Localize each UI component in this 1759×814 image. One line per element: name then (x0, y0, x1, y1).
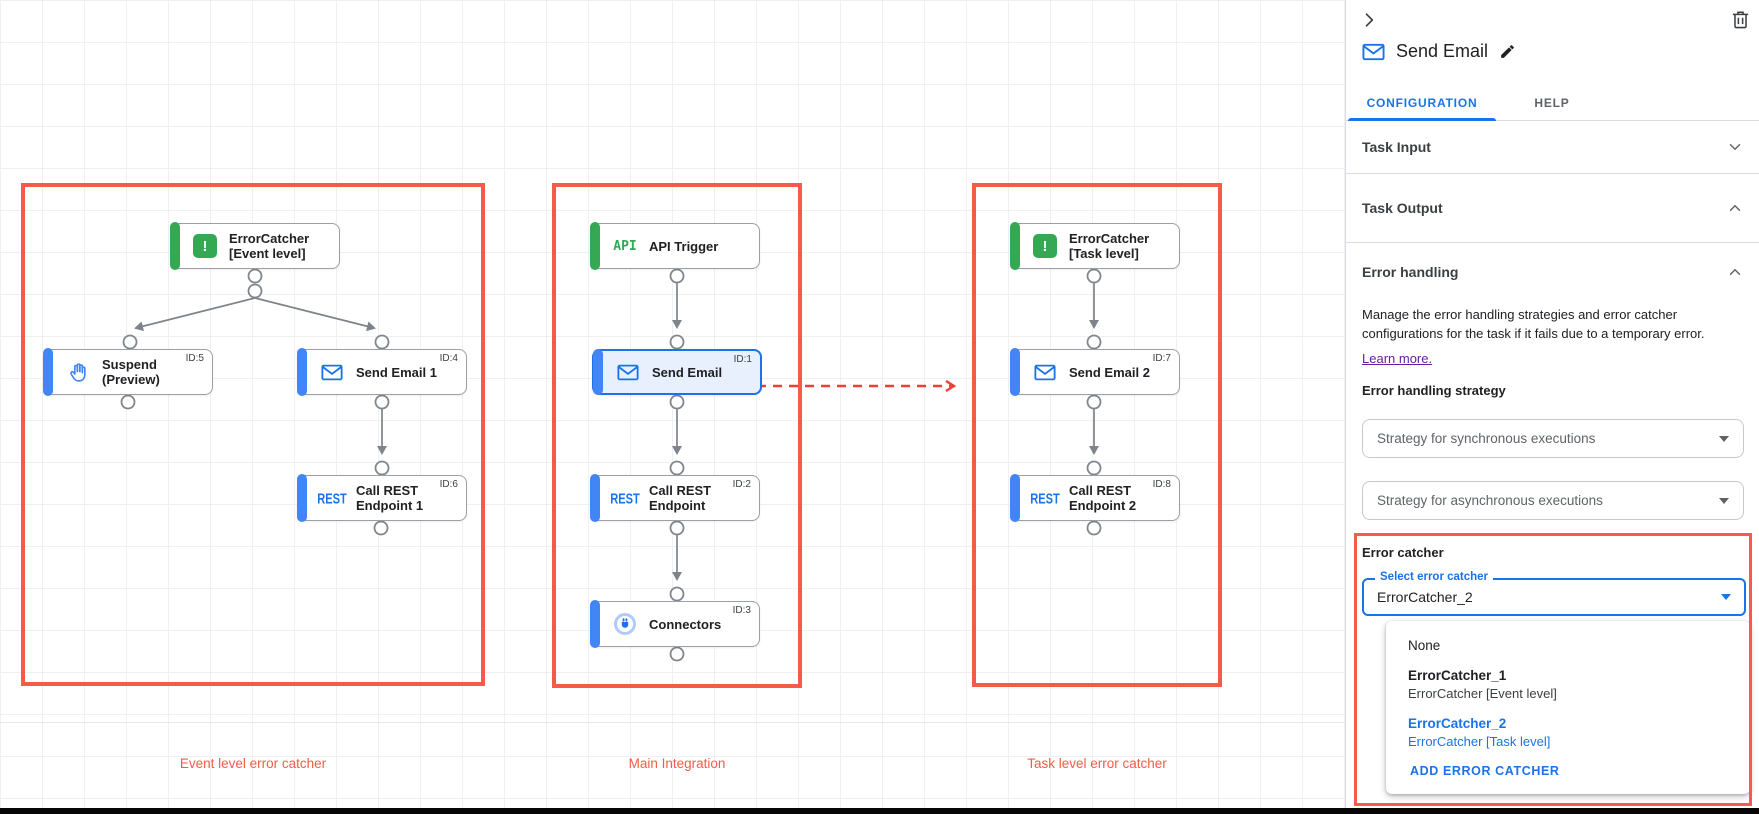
error-handling-description: Manage the error handling strategies and… (1362, 307, 1705, 341)
node-accent-bar (43, 348, 53, 396)
error-catcher-icon: ! (191, 234, 219, 258)
event-level-group-annotation (21, 183, 485, 686)
email-icon (318, 364, 346, 381)
node-errorcatcher-task-level[interactable]: ! ErrorCatcher [Task level] (1010, 222, 1180, 270)
strategy-label: Error handling strategy (1362, 383, 1506, 398)
node-send-email-1[interactable]: Send Email 1 ID:4 (297, 348, 467, 396)
hand-suspend-icon (64, 361, 92, 384)
node-send-email-2[interactable]: Send Email 2 ID:7 (1010, 348, 1180, 396)
node-label: Send Email (652, 364, 723, 380)
node-accent-bar (590, 222, 600, 270)
rest-icon: REST (610, 489, 640, 507)
async-strategy-select[interactable]: Strategy for asynchronous executions (1362, 481, 1744, 520)
node-call-rest-endpoint-2[interactable]: REST Call REST Endpoint 2 ID:8 (1010, 474, 1180, 522)
node-accent-bar (297, 348, 307, 396)
node-id: ID:1 (733, 354, 752, 365)
node-id: ID:8 (1152, 479, 1171, 490)
node-label: Call REST Endpoint 2 (1069, 483, 1137, 513)
node-accent-bar (297, 474, 307, 522)
node-id: ID:2 (732, 479, 751, 490)
section-task-output[interactable]: Task Output (1346, 174, 1759, 243)
chevron-right-icon (1365, 13, 1374, 27)
node-id: ID:4 (439, 353, 458, 364)
node-label: ErrorCatcher [Task level] (1069, 231, 1150, 261)
node-suspend[interactable]: Suspend (Preview) ID:5 (43, 348, 213, 396)
error-catcher-select[interactable]: Select error catcher ErrorCatcher_2 (1362, 571, 1746, 616)
node-api-trigger[interactable]: API API Trigger (590, 222, 760, 270)
node-label: Suspend (Preview) (102, 357, 160, 387)
caption-task-level: Task level error catcher (1027, 756, 1167, 771)
node-connectors[interactable]: Connectors ID:3 (590, 600, 760, 648)
email-icon (1031, 364, 1059, 381)
node-accent-bar (1010, 222, 1020, 270)
chevron-up-icon (1729, 268, 1741, 275)
task-title-row: Send Email (1362, 41, 1516, 62)
grid-major-line (0, 722, 1345, 723)
main-integration-group-annotation (552, 183, 802, 688)
chevron-down-icon (1729, 144, 1741, 151)
error-catcher-dropdown-menu: None ErrorCatcher_1 ErrorCatcher [Event … (1386, 621, 1750, 794)
node-label: Connectors (649, 616, 722, 632)
node-call-rest-endpoint[interactable]: REST Call REST Endpoint ID:2 (590, 474, 760, 522)
node-accent-bar (590, 474, 600, 522)
integration-canvas[interactable]: ! ErrorCatcher [Event level] Suspend (Pr… (0, 0, 1345, 814)
node-accent-bar (1010, 348, 1020, 396)
chevron-up-icon (1729, 204, 1741, 211)
email-icon (614, 364, 642, 381)
window-bottom-edge (0, 808, 1759, 814)
api-icon: API (613, 238, 637, 254)
task-level-group-annotation (972, 183, 1222, 687)
task-config-panel: Send Email CONFIGURATION HELP Task Input… (1345, 0, 1759, 814)
trash-icon (1732, 11, 1748, 28)
dropdown-caret-icon (1721, 594, 1731, 600)
panel-tabs: CONFIGURATION HELP (1346, 85, 1759, 121)
node-call-rest-endpoint-1[interactable]: REST Call REST Endpoint 1 ID:6 (297, 474, 467, 522)
node-id: ID:6 (439, 479, 458, 490)
error-catcher-value: ErrorCatcher_2 (1377, 589, 1473, 605)
node-label: Send Email 1 (356, 364, 437, 380)
collapse-panel-button[interactable] (1356, 7, 1382, 33)
menu-option-none[interactable]: None (1408, 637, 1441, 653)
node-id: ID:5 (185, 353, 204, 364)
node-send-email-selected[interactable]: Send Email ID:1 (592, 349, 762, 395)
tab-configuration[interactable]: CONFIGURATION (1346, 85, 1498, 121)
active-tab-indicator (1348, 118, 1496, 121)
select-floating-label: Select error catcher (1375, 571, 1494, 583)
caption-main-integration: Main Integration (628, 756, 726, 771)
learn-more-link[interactable]: Learn more. (1362, 351, 1433, 366)
sync-strategy-select[interactable]: Strategy for synchronous executions (1362, 419, 1744, 458)
node-label: Call REST Endpoint 1 (356, 483, 424, 513)
rest-icon: REST (317, 489, 347, 507)
caption-event-level: Event level error catcher (179, 756, 327, 771)
email-icon (1362, 43, 1385, 60)
task-title: Send Email (1396, 41, 1489, 61)
node-label: Send Email 2 (1069, 364, 1150, 380)
dropdown-caret-icon (1719, 497, 1729, 504)
node-label: Call REST Endpoint (649, 483, 712, 513)
tab-help[interactable]: HELP (1534, 96, 1570, 110)
error-catcher-label: Error catcher (1362, 545, 1444, 560)
add-error-catcher-button[interactable]: ADD ERROR CATCHER (1410, 764, 1560, 778)
menu-option-errorcatcher-1[interactable]: ErrorCatcher_1 ErrorCatcher [Event level… (1408, 668, 1557, 701)
node-id: ID:3 (732, 605, 751, 616)
delete-task-button[interactable] (1727, 6, 1753, 32)
node-accent-bar (170, 222, 180, 270)
rest-icon: REST (1030, 489, 1060, 507)
node-accent-bar (590, 600, 600, 648)
node-id: ID:7 (1152, 353, 1171, 364)
dropdown-caret-icon (1719, 435, 1729, 442)
node-label: ErrorCatcher [Event level] (229, 231, 310, 261)
section-task-input[interactable]: Task Input (1346, 121, 1759, 174)
node-accent-bar (593, 349, 603, 395)
node-accent-bar (1010, 474, 1020, 522)
node-errorcatcher-event-level[interactable]: ! ErrorCatcher [Event level] (170, 222, 340, 270)
error-catcher-icon: ! (1031, 234, 1059, 258)
section-error-handling[interactable]: Error handling (1346, 243, 1759, 301)
menu-option-errorcatcher-2[interactable]: ErrorCatcher_2 ErrorCatcher [Task level] (1408, 716, 1551, 749)
connectors-icon (611, 612, 639, 636)
edit-pencil-icon[interactable] (1499, 43, 1516, 60)
node-label: API Trigger (649, 238, 719, 254)
